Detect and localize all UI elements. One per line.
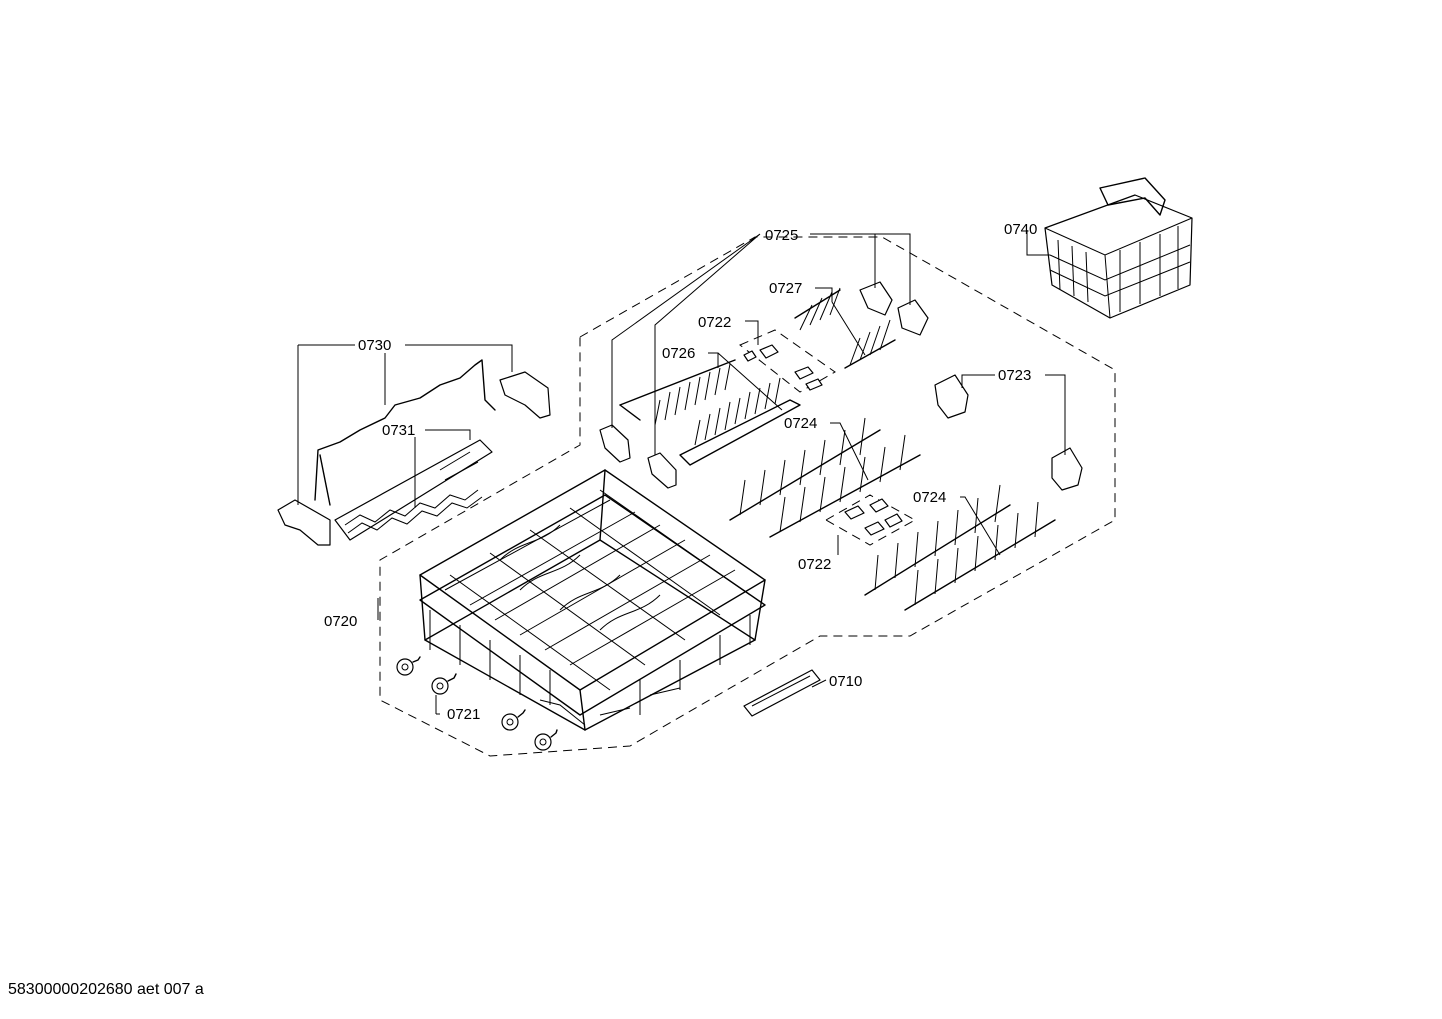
rack-group-outline-upper bbox=[379, 236, 1116, 757]
folding-tine-rack bbox=[334, 439, 493, 541]
small-clips-a bbox=[743, 344, 823, 391]
label-0724-right: 0724 bbox=[913, 489, 946, 506]
rack-adjuster-upper bbox=[934, 374, 969, 419]
tine-row-upper-left bbox=[619, 359, 736, 426]
rod-bracket-left bbox=[277, 499, 331, 546]
label-0727: 0727 bbox=[769, 280, 802, 297]
label-0726: 0726 bbox=[662, 345, 695, 362]
label-0722-lower: 0722 bbox=[798, 556, 831, 573]
rack-latch-left bbox=[599, 424, 677, 489]
hinge-clips bbox=[859, 281, 929, 336]
label-0722-upper: 0722 bbox=[698, 314, 731, 331]
label-0723: 0723 bbox=[998, 367, 1031, 384]
tine-rod bbox=[314, 359, 496, 506]
small-clips-b bbox=[844, 498, 903, 536]
tine-row-lower-left bbox=[679, 377, 801, 466]
cutlery-basket bbox=[1044, 177, 1193, 319]
label-0710: 0710 bbox=[829, 673, 862, 690]
clip-group-outline-b bbox=[824, 494, 917, 546]
label-0740: 0740 bbox=[1004, 221, 1037, 238]
clip-group-outline-a bbox=[739, 329, 836, 393]
label-0721: 0721 bbox=[447, 706, 480, 723]
tine-row-right bbox=[864, 484, 1056, 611]
leader-lines bbox=[297, 230, 1066, 715]
basket-wheels bbox=[396, 656, 558, 751]
rack-adjuster-lower bbox=[1051, 447, 1083, 491]
document-reference: 58300000202680 aet 007 a bbox=[8, 981, 204, 998]
label-0730: 0730 bbox=[358, 337, 391, 354]
front-strip bbox=[743, 669, 821, 717]
label-0720: 0720 bbox=[324, 613, 357, 630]
label-0731: 0731 bbox=[382, 422, 415, 439]
label-0724-center: 0724 bbox=[784, 415, 817, 432]
lower-basket bbox=[419, 469, 766, 731]
label-0725: 0725 bbox=[765, 227, 798, 244]
cup-tine-set-b bbox=[844, 319, 896, 369]
rod-bracket-right bbox=[499, 371, 551, 419]
tine-row-center bbox=[729, 417, 921, 538]
